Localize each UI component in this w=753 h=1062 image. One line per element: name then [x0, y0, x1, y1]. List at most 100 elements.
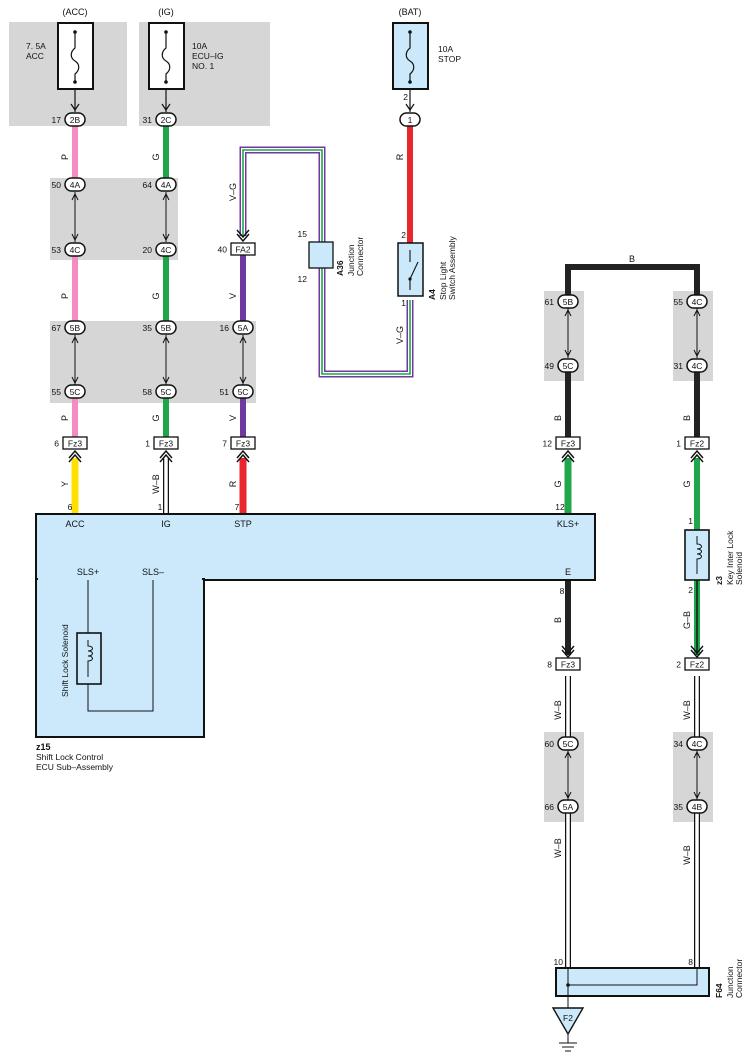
ecu-terminal-acc: ACC — [65, 519, 85, 529]
conn-stp-5c: 5C — [238, 387, 249, 397]
ecu-terminal-kls: KLS+ — [557, 519, 579, 529]
ig-fuse-name: ECU–IG — [192, 51, 224, 61]
wire-label-wb4: W–B — [553, 838, 563, 858]
wire-label-g2: G — [151, 292, 161, 299]
stop-fuse-name: STOP — [438, 54, 461, 64]
wire-b-bridge — [565, 264, 700, 300]
pin-acc-4a: 50 — [52, 180, 62, 190]
shift-lock-solenoid — [76, 632, 102, 685]
fz3-kls-label: Fz3 — [561, 439, 575, 449]
wire-label-g1: G — [151, 153, 161, 160]
fz3-ig-pin: 1 — [145, 439, 150, 449]
ecu-name-line1: Shift Lock Control — [36, 752, 103, 762]
ecu-pin-e: 8 — [560, 586, 565, 596]
wire-label-r1: R — [395, 153, 405, 160]
wire-label-v1: V — [228, 293, 238, 299]
wire-label-p1: P — [60, 154, 70, 160]
pin-ig-5c: 58 — [143, 387, 153, 397]
f64-pin-left: 10 — [554, 957, 564, 967]
conn-ig-5c: 5C — [161, 387, 172, 397]
ecu-terminal-e: E — [565, 567, 571, 577]
pin-acc-5c: 55 — [52, 387, 62, 397]
fz3-acc-pin: 6 — [54, 439, 59, 449]
conn-acc-5c: 5C — [70, 387, 81, 397]
conn-right2-4b: 4B — [692, 802, 703, 812]
shift-lock-solenoid-label: Shift Lock Solenoid — [60, 624, 70, 697]
ecu-pin-ig: 1 — [158, 502, 163, 512]
conn-ig-2c: 2C — [161, 115, 172, 125]
conn-ig-4a: 4A — [161, 180, 172, 190]
ecu-pin-kls: 12 — [555, 502, 565, 512]
wire-label-vg2: V–G — [395, 326, 405, 344]
ecu-terminal-sls-plus: SLS+ — [77, 567, 99, 577]
a36-pin-bottom: 12 — [298, 274, 308, 284]
f64-pin-right: 8 — [688, 957, 693, 967]
conn-stp-5a: 5A — [238, 323, 249, 333]
a36-pin-top: 15 — [298, 229, 308, 239]
pin-acc-4c: 53 — [52, 245, 62, 255]
ecu-name-line2: ECU Sub–Assembly — [36, 762, 114, 772]
acc-fuse-rating: 7. 5A — [26, 41, 46, 51]
wire-b-black — [565, 372, 700, 655]
fz3-kls-pin: 12 — [543, 439, 553, 449]
wire-label-v2: V — [228, 415, 238, 421]
ecu-terminal-sls-minus: SLS– — [142, 567, 164, 577]
pin-ig-2c: 31 — [143, 115, 153, 125]
oval-connectors — [64, 112, 708, 814]
fz3-stp-label: Fz3 — [236, 439, 250, 449]
fz3-ig-label: Fz3 — [159, 439, 173, 449]
ground-label: F2 — [563, 1013, 573, 1023]
conn-bat-1: 1 — [408, 115, 413, 125]
ecu-pin-acc: 6 — [68, 502, 73, 512]
ig-fuse-number: NO. 1 — [192, 61, 214, 71]
fz2-top-pin: 1 — [676, 439, 681, 449]
a4-switch — [397, 242, 424, 297]
wire-label-b-bridge: B — [629, 254, 635, 264]
conn-right-4c-bot: 4C — [692, 361, 703, 371]
conn-acc-4c: 4C — [70, 245, 81, 255]
fa2-pin: 40 — [218, 245, 228, 255]
wire-label-g5: G — [682, 480, 692, 487]
conn-ig-5b: 5B — [161, 323, 172, 333]
f64-internal-bus — [567, 968, 698, 1008]
pin-bat-1: 2 — [403, 92, 408, 102]
a4-line1: Stop Light — [438, 261, 448, 300]
wire-label-p3: P — [60, 415, 70, 421]
conn-ig-4c: 4C — [161, 245, 172, 255]
z3-pin-top: 1 — [688, 516, 693, 526]
z3-id: z3 — [714, 576, 724, 585]
a4-pin-top: 2 — [401, 230, 406, 240]
wire-label-wb1: W–B — [151, 474, 161, 494]
wire-ground-wb — [565, 676, 700, 968]
a36-line2: Connector — [355, 237, 365, 276]
ig-fuse-rating: 10A — [192, 41, 207, 51]
pin-right-4c-bot: 31 — [674, 361, 684, 371]
wire-label-y: Y — [60, 481, 70, 487]
pin-e-5c: 60 — [545, 739, 555, 749]
a36-id: A36 — [335, 260, 345, 276]
wire-label-wb3: W–B — [682, 700, 692, 720]
a4-id: A4 — [427, 289, 437, 300]
pin-kls-5b: 61 — [545, 297, 555, 307]
a36-line1: Junction — [346, 244, 356, 276]
fz3-stp-pin: 7 — [222, 439, 227, 449]
acc-fuse — [57, 22, 94, 90]
f64-id: F64 — [714, 983, 724, 998]
f64-line1: Junction — [725, 966, 735, 998]
fuse-leads — [70, 89, 415, 112]
conn-acc-4a: 4A — [70, 180, 81, 190]
conn-acc-5b: 5B — [70, 323, 81, 333]
ground-icon — [551, 1007, 585, 1052]
pin-acc-2b: 17 — [52, 115, 62, 125]
fz3-acc-label: Fz3 — [68, 439, 82, 449]
z3-line2: Solenoid — [734, 552, 744, 585]
pin-e-5a: 66 — [545, 802, 555, 812]
connector-chevrons — [68, 449, 704, 659]
fz2-bot-pin: 2 — [676, 660, 681, 670]
conn-kls-5b: 5B — [563, 297, 574, 307]
conn-acc-2b: 2B — [70, 115, 81, 125]
pin-right-4c-top: 55 — [674, 297, 684, 307]
a4-pin-bottom: 1 — [401, 298, 406, 308]
wire-label-gb: G–B — [682, 611, 692, 629]
